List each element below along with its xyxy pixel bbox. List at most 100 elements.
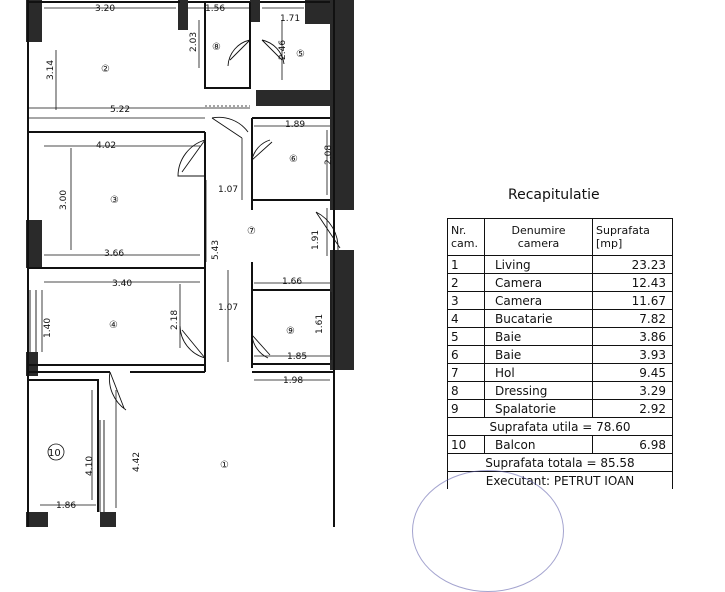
room-marker-7: ⑦ bbox=[247, 226, 256, 237]
room-number: 8 bbox=[447, 381, 485, 400]
balcony-area: 6.98 bbox=[592, 435, 673, 454]
header-name: Denumire camera bbox=[484, 218, 593, 256]
recap-table: Nr. cam. Denumire camera Suprafata [mp] … bbox=[447, 218, 673, 489]
dim-label: 1.07 bbox=[218, 185, 238, 195]
useful-area-text: Suprafata utila = 78.60 bbox=[447, 417, 673, 436]
header-area: Suprafata [mp] bbox=[592, 218, 673, 256]
room-marker-4: ④ bbox=[109, 320, 118, 331]
partition-laundry bbox=[252, 289, 330, 365]
recap-header-row: Nr. cam. Denumire camera Suprafata [mp] bbox=[447, 218, 673, 256]
room-area: 7.82 bbox=[592, 309, 673, 328]
dim-label: 1.07 bbox=[218, 303, 238, 313]
door-balcony bbox=[99, 420, 105, 512]
dim-label: 1.85 bbox=[287, 352, 307, 362]
balcony-nr: 10 bbox=[447, 435, 485, 454]
room-marker-10: 10 bbox=[48, 448, 61, 459]
room-number: 2 bbox=[447, 273, 485, 292]
room-marker-10-circle bbox=[47, 443, 65, 461]
dim-label: 3.14 bbox=[46, 60, 56, 80]
header-nr: Nr. cam. bbox=[447, 218, 485, 256]
dim-label: 3.40 bbox=[112, 279, 132, 289]
room-marker-8: ⑧ bbox=[212, 42, 221, 53]
room-marker-9: ⑨ bbox=[286, 326, 295, 337]
room-marker-5: ⑤ bbox=[296, 49, 305, 60]
room-area: 23.23 bbox=[592, 255, 673, 274]
dim-label: 1.56 bbox=[205, 4, 225, 14]
wall-left-top bbox=[26, 0, 42, 42]
room-marker-6: ⑥ bbox=[289, 154, 298, 165]
room-area: 3.93 bbox=[592, 345, 673, 364]
room-area: 3.29 bbox=[592, 381, 673, 400]
dim-label: 1.71 bbox=[280, 14, 300, 24]
window-left bbox=[29, 290, 37, 352]
room-name: Baie bbox=[484, 327, 593, 346]
room-name: Dressing bbox=[484, 381, 593, 400]
dim-label: 1.66 bbox=[282, 277, 302, 287]
room-area: 11.67 bbox=[592, 291, 673, 310]
door-bath5 bbox=[261, 39, 285, 65]
dim-label: 4.42 bbox=[132, 452, 142, 472]
room-area: 9.45 bbox=[592, 363, 673, 382]
room-name: Bucatarie bbox=[484, 309, 593, 328]
wall-bottom-left bbox=[26, 512, 48, 527]
room-name: Baie bbox=[484, 345, 593, 364]
room-name: Camera bbox=[484, 273, 593, 292]
partition-bath6 bbox=[252, 117, 330, 201]
door-laundry bbox=[251, 334, 271, 359]
dim-label: 3.00 bbox=[59, 190, 69, 210]
door-bath6 bbox=[251, 139, 273, 161]
room-marker-2: ② bbox=[101, 64, 110, 75]
dim-label: 1.98 bbox=[283, 376, 303, 386]
room-number: 5 bbox=[447, 327, 485, 346]
room-area: 3.86 bbox=[592, 327, 673, 346]
room-name: Camera bbox=[484, 291, 593, 310]
door-living bbox=[109, 371, 127, 411]
room-name: Spalatorie bbox=[484, 399, 593, 418]
recap-title: Recapitulatie bbox=[508, 187, 600, 203]
wall-bath5-bottom bbox=[256, 90, 330, 106]
room-marker-3: ③ bbox=[110, 195, 119, 206]
dim-label: 3.66 bbox=[104, 249, 124, 259]
wall-notch-top-b bbox=[250, 0, 260, 22]
dim-label: 1.86 bbox=[56, 501, 76, 511]
total-area-row: Suprafata totala = 85.58 bbox=[447, 453, 673, 472]
room-name: Living bbox=[484, 255, 593, 274]
dim-label: 2.18 bbox=[170, 310, 180, 330]
room-number: 1 bbox=[447, 255, 485, 274]
room-number: 4 bbox=[447, 309, 485, 328]
door-dressing bbox=[227, 39, 251, 67]
total-area-text: Suprafata totala = 85.58 bbox=[447, 453, 673, 472]
dim-label: 4.10 bbox=[85, 456, 95, 476]
balcony-row: 10 Balcon 6.98 bbox=[447, 435, 673, 454]
stamp-seal bbox=[412, 470, 564, 592]
door-room3 bbox=[177, 139, 206, 177]
room-number: 6 bbox=[447, 345, 485, 364]
floor-plan: 3.20 1.56 1.71 2.03 2.46 3.14 5.22 1.89 … bbox=[26, 0, 354, 527]
door-hall-top bbox=[211, 116, 249, 139]
wall-left-mid bbox=[26, 220, 42, 268]
dim-label: 2.46 bbox=[278, 40, 288, 60]
partition-living-top bbox=[28, 365, 334, 373]
partition-dressing bbox=[204, 2, 251, 89]
room-area: 12.43 bbox=[592, 273, 673, 292]
room-number: 7 bbox=[447, 363, 485, 382]
dim-label: 5.22 bbox=[110, 105, 130, 115]
room-number: 9 bbox=[447, 399, 485, 418]
dim-label: 3.20 bbox=[95, 4, 115, 14]
room-name: Hol bbox=[484, 363, 593, 382]
dim-label: 5.43 bbox=[211, 240, 221, 260]
door-room4 bbox=[179, 325, 206, 359]
useful-area-row: Suprafata utila = 78.60 bbox=[447, 417, 673, 436]
dim-label: 2.08 bbox=[324, 145, 334, 165]
room-marker-1: ① bbox=[220, 460, 229, 471]
wall-bottom-door bbox=[100, 512, 116, 527]
